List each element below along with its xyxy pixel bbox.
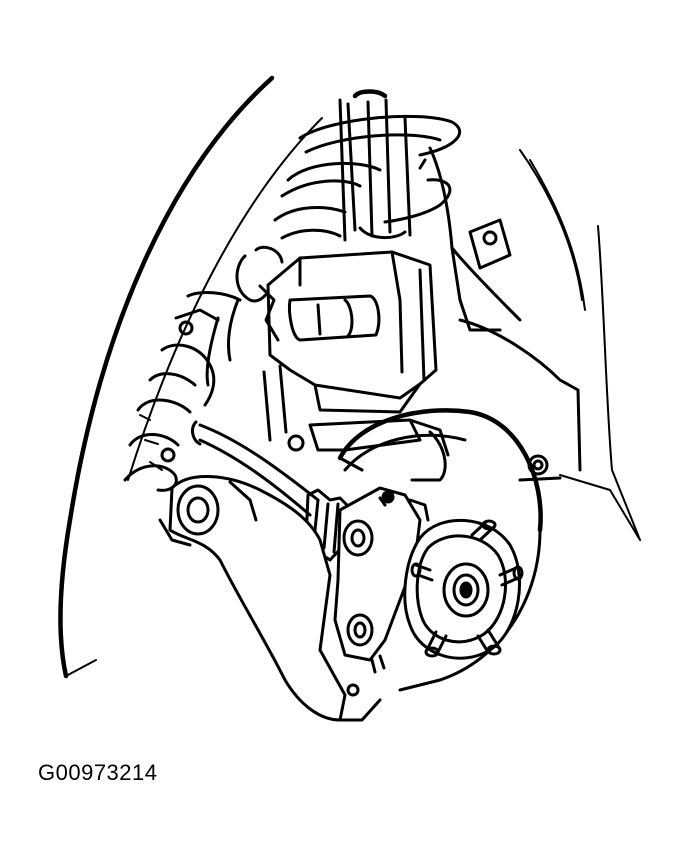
- hand-with-tool-icon: [123, 291, 242, 492]
- wheel-well-arch-icon: [58, 75, 641, 679]
- coil-spring-icon: [273, 114, 461, 240]
- wheel-hub-icon: [403, 518, 521, 660]
- figure-id-label: G00973214: [38, 760, 158, 785]
- lower-control-arm-icon: [158, 475, 382, 722]
- wheel-studs-icon: [410, 519, 524, 658]
- brake-caliper-icon: [258, 250, 438, 414]
- fastener-bolts-icon: [149, 447, 562, 482]
- steering-knuckle-icon: [333, 486, 430, 674]
- strut-body-icon: [338, 89, 582, 472]
